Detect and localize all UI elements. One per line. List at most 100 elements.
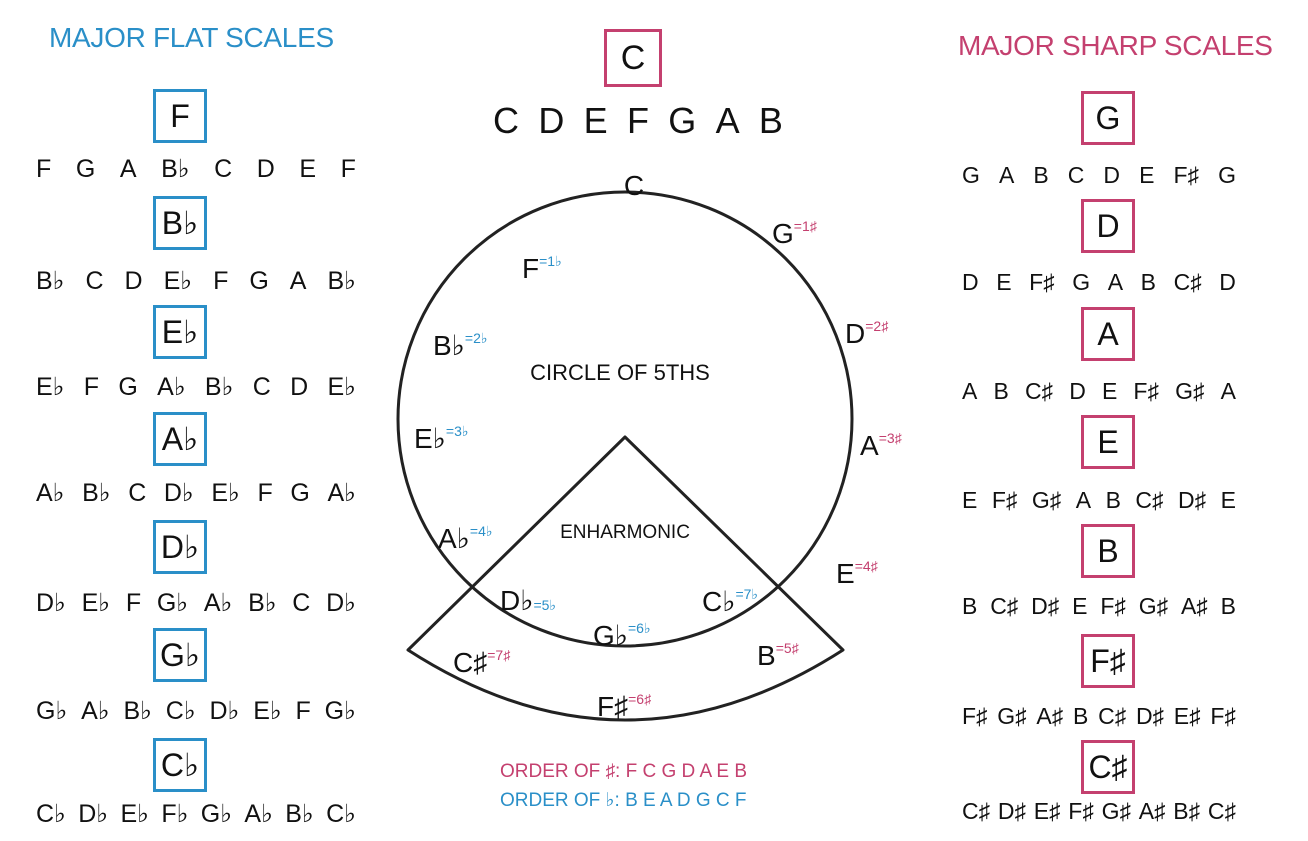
flat-scale-notes: C♭D♭E♭F♭G♭A♭B♭C♭ (36, 799, 356, 829)
scale-note: B♭ (82, 479, 111, 507)
scale-note: C♯ (1098, 703, 1127, 729)
scale-note: D♭ (78, 800, 109, 828)
scale-note: D (256, 155, 275, 183)
scale-note: A♯ (1036, 703, 1064, 729)
flat-key-box: C♭ (153, 738, 207, 792)
circle-key-sharp: C♯=7♯ (453, 647, 511, 678)
sharp-key-box: C♯ (1081, 740, 1135, 794)
scale-note: C♭ (326, 800, 356, 828)
scale-note: A (1075, 487, 1092, 513)
scale-note: D♭ (326, 589, 356, 617)
scale-note: E (996, 269, 1012, 295)
scale-note: D (1103, 162, 1121, 188)
scale-note: G (1218, 162, 1236, 188)
scale-note: F♯ (962, 703, 988, 729)
scale-note: B (758, 100, 783, 141)
scale-note: A (289, 267, 307, 295)
scale-note: D (1069, 378, 1086, 404)
scale-note: G♭ (36, 697, 68, 725)
scale-note: A (998, 162, 1015, 188)
scale-note: C (1067, 162, 1085, 188)
scale-note: B♭ (285, 800, 314, 828)
scale-note: F♯ (1210, 703, 1236, 729)
scale-note: G♭ (200, 800, 233, 828)
scale-note: G (290, 479, 310, 507)
scale-note: B (993, 378, 1009, 404)
scale-note: E (1139, 162, 1155, 188)
circle-of-fifths-ring (396, 190, 854, 648)
enharmonic-label: ENHARMONIC (560, 522, 690, 543)
scale-note: G♯ (1031, 487, 1062, 513)
scale-note: F♭ (161, 800, 189, 828)
scale-note: G♯ (1175, 378, 1205, 404)
scale-note: A (715, 100, 740, 141)
scale-note: F♯ (1133, 378, 1159, 404)
scale-note: C♭ (36, 800, 66, 828)
scale-note: E♭ (36, 373, 65, 401)
circle-key-flat: D♭=5♭ (500, 585, 556, 616)
scale-note: A♯ (1138, 798, 1166, 824)
circle-key-flat: F=1♭ (522, 253, 562, 284)
scale-note: D (290, 373, 309, 401)
scale-note: A♭ (203, 589, 233, 617)
circle-key-sharp: G=1♯ (772, 218, 818, 249)
order-of-sharps: ORDER OF ♯: F C G D A E B (500, 761, 748, 782)
scale-note: C (252, 373, 271, 401)
flat-key-box: G♭ (153, 628, 207, 682)
scale-note: D♭ (163, 479, 194, 507)
scale-note: F (83, 373, 100, 401)
scale-note: D♯ (1178, 487, 1207, 513)
scale-note: C♯ (990, 593, 1019, 619)
scale-note: A (962, 378, 978, 404)
scale-note: G (962, 162, 980, 188)
scale-note: E♭ (120, 800, 149, 828)
scale-note: C (128, 479, 147, 507)
scale-note: F♯ (991, 487, 1018, 513)
flat-key-box: F (153, 89, 207, 143)
scale-note: D (1219, 269, 1236, 295)
flat-key-box: A♭ (153, 412, 207, 466)
circle-key-sharp: B=5♯ (757, 640, 800, 671)
scale-note: C (493, 100, 519, 141)
enharmonic-wedge (406, 435, 845, 722)
scale-note: G (668, 100, 697, 141)
scale-note: B (1220, 593, 1236, 619)
scale-note: E♭ (253, 697, 282, 725)
scale-note: G (249, 267, 269, 295)
scale-note: B♭ (248, 589, 277, 617)
scale-note: E♯ (1173, 703, 1201, 729)
center-key-box: C (604, 29, 662, 87)
scale-note: D♯ (1135, 703, 1165, 729)
center-scale-notes: C D E F G A B (493, 100, 783, 142)
scale-note: A (1220, 378, 1236, 404)
scale-note: E♭ (327, 373, 356, 401)
scale-note: E♭ (163, 267, 193, 295)
scale-note: D♯ (1031, 593, 1060, 619)
scale-note: B♭ (36, 267, 65, 295)
scale-note: G♭ (156, 589, 189, 617)
scale-note: F (257, 479, 273, 507)
circle-key-flat: A♭=4♭ (438, 523, 492, 554)
scale-note: D♭ (36, 589, 66, 617)
sharp-key-box: E (1081, 415, 1135, 469)
scale-note: E♭ (81, 589, 111, 617)
scale-note: B♯ (1173, 798, 1201, 824)
scale-note: A♭ (327, 479, 356, 507)
scale-note: C♯ (1173, 269, 1202, 295)
scale-note: F♯ (1029, 269, 1055, 295)
scale-note: B♭ (161, 155, 190, 183)
scale-note: E (299, 155, 317, 183)
scale-note: A (1107, 269, 1124, 295)
sharp-key-box: A (1081, 307, 1135, 361)
scale-note: G (75, 155, 96, 183)
scale-note: C (292, 589, 311, 617)
scale-note: C♯ (1135, 487, 1164, 513)
scale-note: C♯ (1207, 798, 1236, 824)
